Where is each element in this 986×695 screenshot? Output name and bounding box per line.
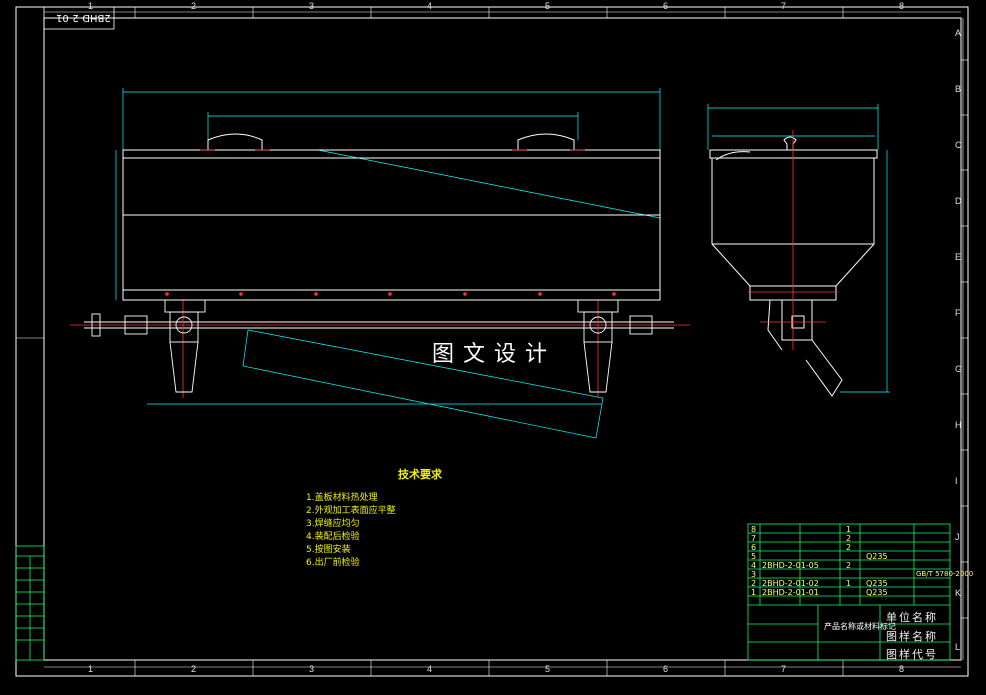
note-item: 3.焊缝应均匀 xyxy=(306,519,360,529)
drawing-name: 图样名称 xyxy=(886,630,938,643)
parts-qty: 1 xyxy=(846,525,852,534)
parts-code: 2BHD-2-01-01 xyxy=(762,588,819,597)
product-name: 产品名称或材料标记 xyxy=(824,622,896,631)
row-label-i: I xyxy=(955,476,958,486)
parts-mat: Q235 xyxy=(866,552,888,561)
row-label-h: H xyxy=(955,420,962,430)
parts-no: 7 xyxy=(751,534,757,543)
rotated-drawing-code: 2BHD-2-01 xyxy=(56,12,111,23)
side-view xyxy=(707,104,890,397)
parts-code: 2BHD-2-01-02 xyxy=(762,579,819,588)
parts-mat: Q235 xyxy=(866,588,888,597)
note-item: 6.出厂前检验 xyxy=(306,558,360,568)
front-view xyxy=(70,88,690,439)
row-label-j: J xyxy=(955,532,960,542)
row-label-b: B xyxy=(955,84,962,94)
col-label-3: 3 xyxy=(309,1,315,11)
col-label-b7: 7 xyxy=(781,664,787,674)
standard-ref: GB/T 5780-2000 xyxy=(916,570,974,578)
col-label-7: 7 xyxy=(781,1,787,11)
col-label-6: 6 xyxy=(663,1,669,11)
notes-title: 技术要求 xyxy=(398,468,442,481)
row-label-d: D xyxy=(955,196,962,206)
col-label-b1: 1 xyxy=(88,664,94,674)
col-label-b4: 4 xyxy=(427,664,433,674)
note-item: 1.盖板材料热处理 xyxy=(306,493,378,503)
row-label-c: C xyxy=(955,140,962,150)
note-item: 4.装配后检验 xyxy=(306,532,360,542)
parts-no: 4 xyxy=(751,561,757,570)
col-label-1: 1 xyxy=(88,1,94,11)
drawing-code: 图样代号 xyxy=(886,648,938,661)
row-label-l: L xyxy=(955,642,961,652)
row-label-k: K xyxy=(955,588,962,598)
parts-mat: Q235 xyxy=(866,579,888,588)
col-label-4: 4 xyxy=(427,1,433,11)
col-label-b3: 3 xyxy=(309,664,315,674)
col-label-b8: 8 xyxy=(899,664,905,674)
row-label-g: G xyxy=(955,364,963,374)
parts-no: 1 xyxy=(751,588,757,597)
parts-qty: 2 xyxy=(846,561,852,570)
parts-code: 2BHD-2-01-05 xyxy=(762,561,819,570)
col-label-b2: 2 xyxy=(191,664,197,674)
inner-frame xyxy=(43,17,962,661)
note-item: 5.按图安装 xyxy=(306,545,351,555)
col-label-2: 2 xyxy=(191,1,197,11)
row-label-e: E xyxy=(955,252,962,262)
col-label-5: 5 xyxy=(545,1,551,11)
parts-no: 5 xyxy=(751,552,757,561)
parts-qty: 2 xyxy=(846,534,852,543)
col-label-b6: 6 xyxy=(663,664,669,674)
parts-no: 6 xyxy=(751,543,757,552)
row-label-a: A xyxy=(955,28,962,38)
parts-no: 8 xyxy=(751,525,757,534)
title-block-grid xyxy=(747,523,951,661)
parts-qty: 2 xyxy=(846,543,852,552)
zone-ruler-lines xyxy=(16,7,968,676)
parts-no: 3 xyxy=(751,570,757,579)
note-item: 2.外观加工表面应平整 xyxy=(306,506,396,516)
parts-qty: 1 xyxy=(846,579,852,588)
row-label-f: F xyxy=(955,308,961,318)
watermark-text: 图文设计 xyxy=(432,342,557,367)
col-label-8: 8 xyxy=(899,1,905,11)
parts-no: 2 xyxy=(751,579,757,588)
col-label-b5: 5 xyxy=(545,664,551,674)
revision-strip xyxy=(15,545,45,661)
outer-frame xyxy=(15,6,969,677)
rotated-title-box xyxy=(43,6,115,30)
unit-name: 单位名称 xyxy=(886,611,938,624)
